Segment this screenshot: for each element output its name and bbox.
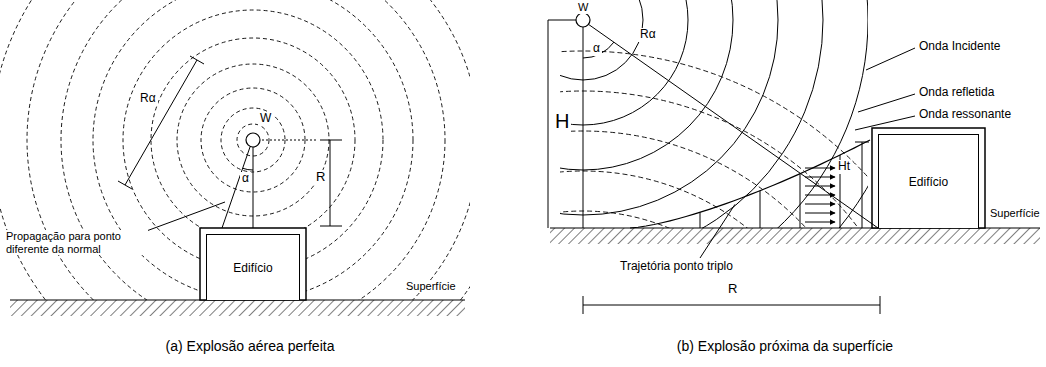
dimension-tick xyxy=(583,296,584,314)
reflected-wave xyxy=(560,51,868,228)
diagram-label: Ht xyxy=(836,160,852,174)
pressure-arrow xyxy=(805,168,835,169)
charge-symbol xyxy=(246,133,260,147)
incident-wave xyxy=(560,0,733,170)
blast-wave xyxy=(0,0,470,300)
leader-line xyxy=(855,116,915,130)
dimension-tick xyxy=(320,140,342,141)
diagram-label: Trajetória ponto triplo xyxy=(618,260,735,274)
leader-line xyxy=(858,94,915,112)
angle-arc xyxy=(243,168,253,170)
oblique-line xyxy=(588,24,878,228)
diagram-label: H xyxy=(553,110,571,133)
panel-caption: (a) Explosão aérea perfeita xyxy=(164,338,337,354)
panel-a xyxy=(0,0,553,367)
ground-hatch xyxy=(10,300,465,316)
diagram-label: Propagação para ponto diferente da norma… xyxy=(4,230,148,255)
dimension-tick xyxy=(880,296,881,314)
diagram-label: α xyxy=(240,172,251,186)
oblique-line xyxy=(222,147,250,228)
dimension-line xyxy=(125,60,197,185)
incident-wave xyxy=(560,0,643,80)
extension-line xyxy=(262,140,318,141)
mach-front xyxy=(700,212,701,228)
dimension-tick xyxy=(855,142,869,143)
mach-front xyxy=(800,174,801,228)
reflected-wave xyxy=(560,171,848,228)
reflected-wave xyxy=(560,91,868,228)
dimension-line xyxy=(583,305,880,306)
leader-line xyxy=(700,204,735,258)
reflected-wave xyxy=(560,131,868,228)
building-box: Edifício xyxy=(878,134,979,228)
leader-line xyxy=(866,48,915,70)
pressure-arrow xyxy=(805,177,835,178)
triple-point-path xyxy=(630,140,870,228)
building-label: Edifício xyxy=(909,175,948,189)
building-label: Edifício xyxy=(233,261,272,275)
incident-wave xyxy=(560,0,868,228)
diagram-label: R xyxy=(726,282,739,297)
panel-caption: (b) Explosão próxima da superfície xyxy=(675,338,895,354)
diagram-label: W xyxy=(258,112,273,126)
charge-symbol xyxy=(576,13,590,27)
building-outer-wall xyxy=(872,128,985,228)
diagram-label: R xyxy=(314,170,327,185)
building-outer-wall xyxy=(200,228,306,300)
diagram-label: Superfície xyxy=(404,280,458,293)
blast-wave xyxy=(151,38,355,242)
mach-front xyxy=(760,191,761,228)
blast-wave xyxy=(0,0,470,300)
dimension-tick xyxy=(190,56,204,64)
dimension-line xyxy=(330,140,331,226)
reflected-wave xyxy=(560,211,808,228)
incident-wave xyxy=(560,0,823,228)
dimension-line xyxy=(548,20,549,228)
panel-b xyxy=(198,0,1040,367)
diagram-label: Onda Incidente xyxy=(917,40,1002,54)
building-box: Edifício xyxy=(206,234,300,300)
ground-hatch xyxy=(550,228,1040,244)
dimension-line xyxy=(862,142,863,228)
diagram-label: Rα xyxy=(638,28,658,42)
diagram-label: α xyxy=(591,42,602,56)
dimension-tick xyxy=(548,20,576,21)
pressure-arrow xyxy=(805,222,835,223)
dimension-tick xyxy=(320,226,342,227)
diagram-label: W xyxy=(576,1,590,14)
pressure-arrow xyxy=(805,186,835,187)
dimension-tick xyxy=(118,181,132,189)
angle-arc xyxy=(583,42,614,58)
normal-line xyxy=(253,147,254,228)
diagram-label: Rα xyxy=(138,92,158,106)
incident-wave xyxy=(560,0,688,125)
normal-line xyxy=(583,27,584,228)
diagram-label: Onda ressonante xyxy=(917,108,1013,122)
pressure-arrow xyxy=(805,213,835,214)
incident-wave xyxy=(560,0,778,215)
incident-wave xyxy=(560,0,868,228)
pressure-arrow xyxy=(805,204,835,205)
diagram-label: Superfície xyxy=(988,207,1042,220)
diagram-label: Onda refletida xyxy=(917,86,996,100)
